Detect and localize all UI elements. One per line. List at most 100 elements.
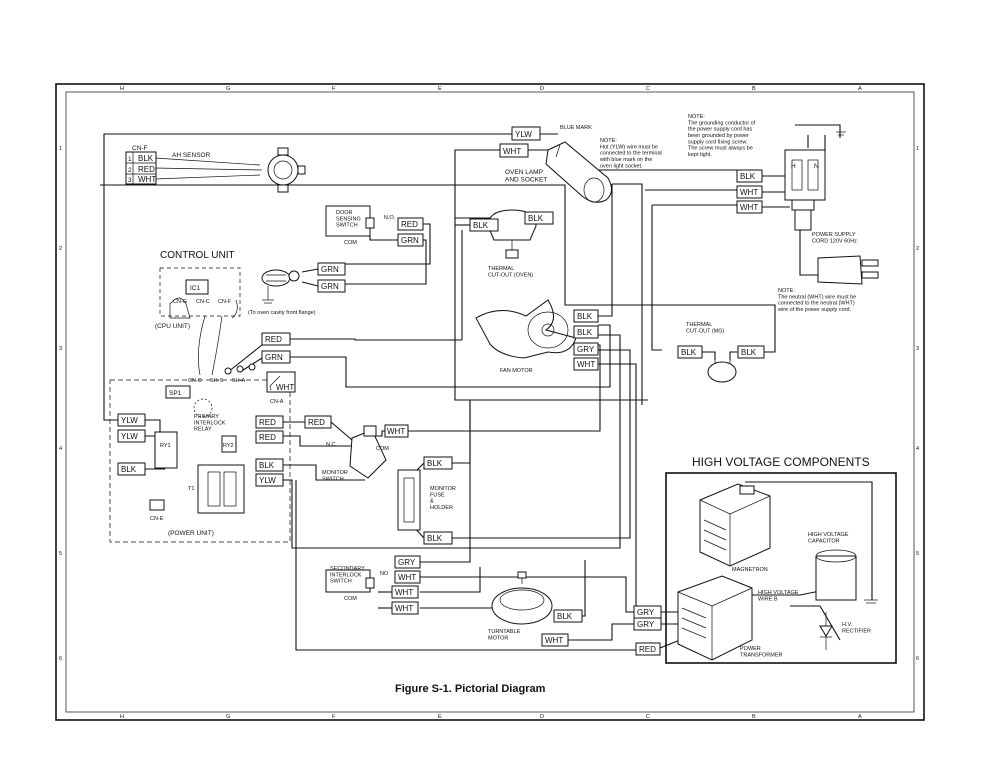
label-cna: CN-A: [270, 399, 284, 405]
border-bottom-3: F: [332, 714, 336, 720]
wire-wht-tt: WHT: [545, 636, 563, 645]
label-t1: T1: [188, 486, 194, 492]
wire-blk-th1: BLK: [473, 221, 489, 230]
wire-blk-tt: BLK: [557, 612, 573, 621]
label-no-sec: NO: [380, 571, 389, 577]
wire-red-hv: RED: [639, 645, 656, 654]
component-labels: CN-F 1 2 3 AH SENSOR BLUE MARK OVEN LAMP…: [128, 114, 871, 658]
border-left-4: 4: [59, 446, 62, 452]
label-cnf-top: CN-F: [218, 299, 232, 305]
border-top-7: B: [752, 86, 756, 92]
label-ah-sensor: AH SENSOR: [172, 152, 211, 159]
label-no-door: N.O.: [384, 215, 396, 221]
wire-blk-r: BLK: [121, 465, 137, 474]
wire-gry-sec: GRY: [398, 558, 416, 567]
thermal-cutout-mg-icon: [707, 360, 737, 383]
label-cng: CN-G: [173, 299, 187, 305]
border-top-4: E: [438, 86, 442, 92]
wire-wht-sec: WHT: [398, 573, 416, 582]
power-unit-box: [109, 371, 296, 543]
ah-sensor-icon: [267, 147, 306, 193]
wire-wht-s: WHT: [138, 175, 156, 184]
wire-blk-fuse2: BLK: [427, 534, 443, 543]
wire-blk-th2: BLK: [528, 214, 544, 223]
hv-rectifier-icon: [819, 612, 833, 650]
border-top-8: A: [858, 86, 862, 92]
label-ry2: RY2: [223, 443, 234, 449]
label-hv-components: HIGH VOLTAGE COMPONENTS: [692, 455, 870, 469]
wire-gry-hv1: GRY: [637, 608, 655, 617]
wire-wht-mon: WHT: [387, 427, 405, 436]
wire-grn-door: GRN: [401, 236, 419, 245]
monitor-fuse-icon: [397, 469, 421, 531]
label-sp1: SP1: [169, 390, 182, 397]
cnf-connector: [125, 151, 157, 185]
drawing-frame: [55, 83, 925, 721]
wire-wht-cna: WHT: [276, 383, 294, 392]
border-left-2: 2: [59, 246, 62, 252]
monitor-switch-icon: [349, 425, 387, 479]
wire-red-r1: RED: [259, 418, 276, 427]
wire-blk-fuse1: BLK: [427, 459, 443, 468]
label-hv-rectifier: H.V.RECTIFIER: [842, 622, 871, 634]
wire-ylw-top: YLW: [515, 130, 532, 139]
label-ic1: IC1: [190, 285, 201, 292]
power-transformer-icon: [677, 575, 753, 661]
label-cnf: CN-F: [132, 145, 148, 152]
magnetron-icon: [699, 483, 771, 567]
door-sensing-switch-icon: [325, 205, 375, 237]
wire-wht-fan: WHT: [577, 360, 595, 369]
wire-red-mon: RED: [308, 418, 325, 427]
wire-ylw-r2: YLW: [121, 432, 138, 441]
wire-ylw-r1: YLW: [121, 416, 138, 425]
border-right-1: 1: [916, 146, 919, 152]
border-bottom-8: A: [858, 714, 862, 720]
border-bottom-7: B: [752, 714, 756, 720]
label-power-unit: (POWER UNIT): [168, 530, 214, 537]
wire-labels: YLW WHT BLK RED WHT RED GRN GRN GRN RED …: [117, 126, 765, 656]
border-bottom-2: G: [226, 714, 230, 720]
hv-components-frame: [665, 472, 897, 664]
wire-grn-2: GRN: [321, 282, 339, 291]
label-sha: SH-A: [232, 378, 245, 384]
label-blue-mark: BLUE MARK: [560, 125, 592, 131]
border-top-2: G: [226, 86, 230, 92]
border-top-6: C: [646, 86, 650, 92]
label-control-unit: CONTROL UNIT: [160, 250, 235, 261]
wire-blk-cord: BLK: [740, 172, 756, 181]
label-pin1: 1: [128, 156, 132, 163]
border-top-1: H: [120, 86, 124, 92]
wire-ylw-ry: YLW: [259, 476, 276, 485]
label-h: H: [791, 163, 796, 170]
border-bottom-5: D: [540, 714, 544, 720]
wire-blk-ry: BLK: [259, 461, 275, 470]
ground-connector-icon: [261, 269, 300, 304]
label-com-monitor: COM: [376, 446, 389, 452]
wire-blk-mg1: BLK: [681, 348, 697, 357]
wire-grn-cpu: GRN: [265, 353, 283, 362]
wire-wht-cord2: WHT: [740, 203, 758, 212]
label-pin3: 3: [128, 177, 132, 184]
border-right-5: 5: [916, 551, 919, 557]
wire-blk-fan1: BLK: [577, 312, 593, 321]
thermal-cutout-oven-icon: [487, 209, 537, 259]
control-unit-box: [159, 267, 241, 376]
label-cnc-top: CN-C: [196, 299, 210, 305]
fan-motor-icon: [475, 299, 577, 359]
border-right-2: 2: [916, 246, 919, 252]
label-ry1: RY1: [160, 443, 171, 449]
border-right-4: 4: [916, 446, 919, 452]
label-shs: SH-S: [210, 378, 223, 384]
label-cnc: CN-C: [188, 378, 202, 384]
